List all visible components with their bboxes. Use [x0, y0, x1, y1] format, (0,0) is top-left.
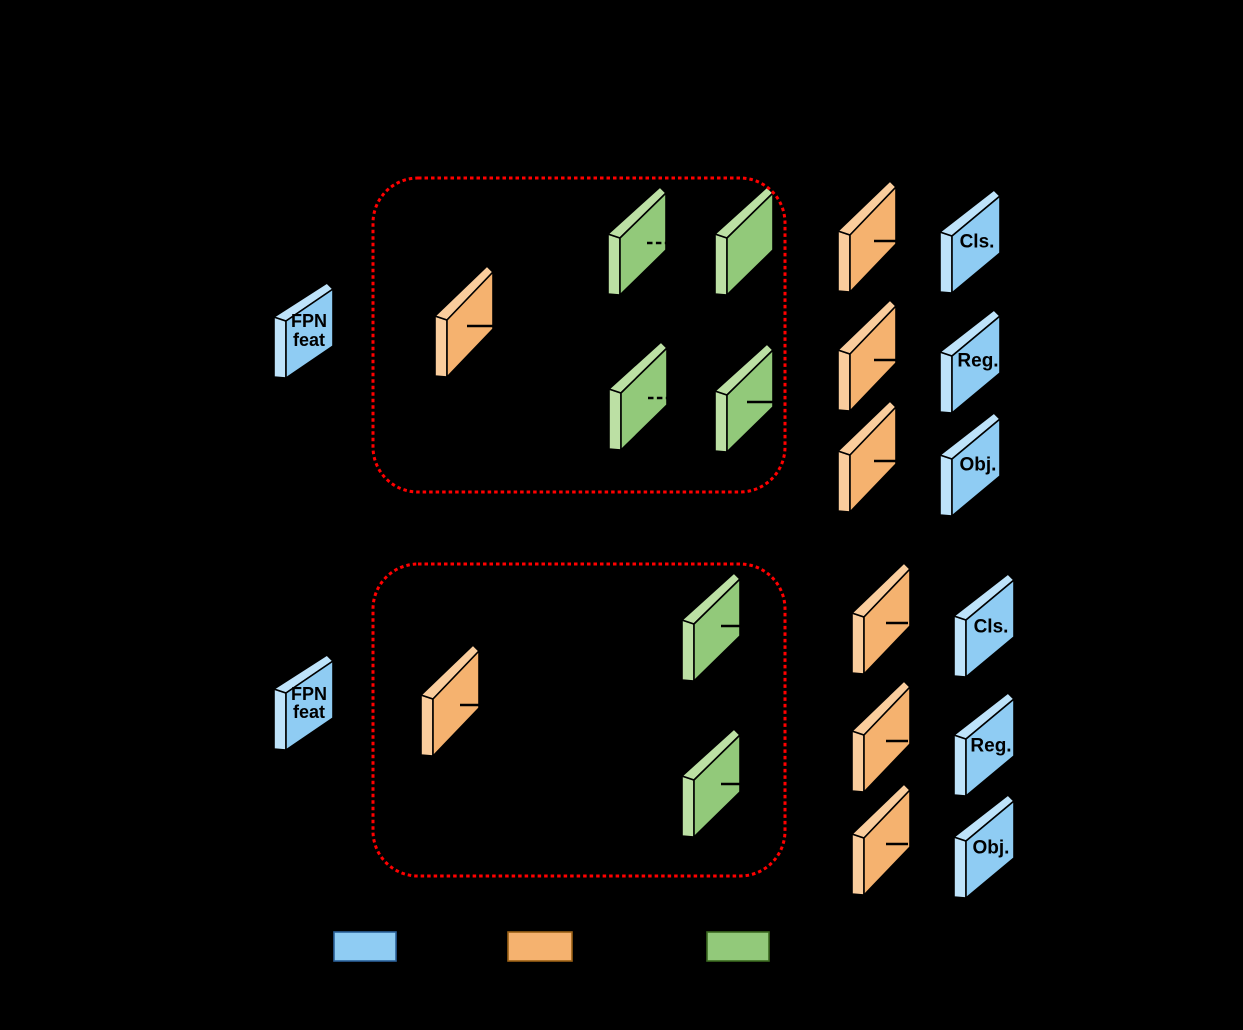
- reg-output-label-top: Reg.: [957, 351, 998, 372]
- reg-output-block-bottom-side: [953, 734, 967, 797]
- fpn-feature-block-bottom-face: [285, 660, 334, 751]
- legend: [333, 931, 770, 962]
- obj-output-block-top-face: [951, 418, 1001, 517]
- conv-block-green-bottom-1: [681, 572, 741, 682]
- conv-block-orange-col-top-2-side: [837, 349, 851, 412]
- conv-block-orange-col-bot-3-face: [863, 789, 911, 896]
- conv-block-green-bottom-1-face: [693, 578, 741, 682]
- conv-block-orange-col-top-3: [837, 400, 897, 513]
- legend-blue-swatch: [333, 931, 397, 962]
- conv-block-green-top-r2b: [714, 343, 774, 453]
- reg-output-label-bottom: Reg.: [970, 736, 1011, 757]
- fpn-feat-label-top-line1: FPN: [291, 311, 327, 331]
- legend-orange-swatch: [507, 931, 573, 962]
- cls-output-block-bottom: [953, 573, 1015, 678]
- conv-block-orange-top-face: [446, 271, 494, 378]
- conv-block-green-bottom-1-side: [681, 619, 695, 682]
- conv-block-orange-col-bot-1: [851, 562, 911, 675]
- fpn-feat-label-bottom-line1: FPN: [291, 684, 327, 704]
- conv-block-green-top-r1b: [714, 186, 774, 296]
- conv-block-green-bottom-2-face: [693, 734, 741, 838]
- conv-block-orange-col-bot-1-face: [863, 568, 911, 675]
- conv-block-orange-bottom-side: [420, 694, 434, 757]
- conv-block-green-top-r1b-side: [714, 233, 728, 296]
- conv-block-green-top-r1a-face: [619, 192, 667, 296]
- fpn-feature-block-bottom-side: [273, 688, 287, 751]
- conv-block-green-top-r1a-side: [607, 233, 621, 296]
- conv-block-orange-col-bot-2-side: [851, 730, 865, 793]
- conv-block-orange-col-top-2-face: [849, 305, 897, 412]
- conv-block-orange-col-bot-2: [851, 680, 911, 793]
- fpn-feat-label-bottom-line2: feat: [293, 702, 325, 722]
- conv-block-orange-bottom-face: [432, 650, 480, 757]
- reg-output-block-top-side: [939, 351, 953, 414]
- cls-output-block-top-face: [951, 195, 1001, 294]
- conv-block-green-top-r2a: [608, 341, 669, 451]
- cls-output-block-bottom-side: [953, 615, 967, 678]
- conv-block-green-top-r2a-side: [608, 388, 622, 451]
- reg-output-block-bottom: [953, 692, 1015, 797]
- reg-output-block-top: [939, 309, 1001, 414]
- obj-output-block-top: [939, 412, 1001, 517]
- obj-output-block-top-side: [939, 454, 953, 517]
- conv-block-orange-col-top-1-face: [849, 186, 897, 293]
- conv-block-orange-col-top-3-side: [837, 450, 851, 513]
- cls-output-label-bottom: Cls.: [974, 617, 1009, 638]
- conv-block-green-top-r2b-side: [714, 390, 728, 453]
- conv-block-green-bottom-2-side: [681, 775, 695, 838]
- obj-output-block-bottom: [953, 794, 1015, 899]
- reg-output-block-bottom-face: [965, 698, 1015, 797]
- conv-block-orange-top-side: [434, 315, 448, 378]
- fpn-feat-label-top-line2: feat: [293, 330, 325, 350]
- reg-output-block-top-face: [951, 315, 1001, 414]
- conv-block-orange-col-bot-1-side: [851, 612, 865, 675]
- cls-output-block-top-side: [939, 231, 953, 294]
- conv-block-orange-col-top-3-face: [849, 406, 897, 513]
- conv-block-orange-col-top-1-side: [837, 230, 851, 293]
- head-group-outline-top: [371, 176, 787, 494]
- obj-output-block-bottom-face: [965, 800, 1015, 899]
- obj-output-label-bottom: Obj.: [973, 838, 1010, 859]
- conv-block-green-top-r2a-face: [620, 347, 668, 451]
- conv-block-orange-col-bot-3-side: [851, 833, 865, 896]
- fpn-feature-block-top-face: [285, 288, 334, 379]
- obj-output-label-top: Obj.: [960, 455, 997, 476]
- fpn-feature-block-top-side: [273, 316, 287, 379]
- cls-output-block-top: [939, 189, 1001, 294]
- fpn-feature-block-top: [273, 282, 334, 379]
- conv-block-orange-col-bot-2-face: [863, 686, 911, 793]
- fpn-feature-block-bottom: [273, 654, 334, 751]
- legend-green-swatch: [706, 931, 770, 962]
- conv-block-orange-top: [434, 265, 494, 378]
- conv-block-orange-col-top-1: [837, 180, 897, 293]
- conv-block-orange-bottom: [420, 644, 480, 757]
- head-group-outline-bottom: [371, 562, 787, 878]
- conv-block-green-top-r1a: [607, 186, 668, 296]
- obj-output-block-bottom-side: [953, 836, 967, 899]
- conv-block-orange-col-bot-3: [851, 783, 911, 896]
- conv-block-orange-col-top-2: [837, 299, 897, 412]
- cls-output-label-top: Cls.: [960, 232, 995, 253]
- conv-block-green-bottom-2: [681, 728, 741, 838]
- cls-output-block-bottom-face: [965, 579, 1015, 678]
- slab-layer: [273, 180, 1015, 899]
